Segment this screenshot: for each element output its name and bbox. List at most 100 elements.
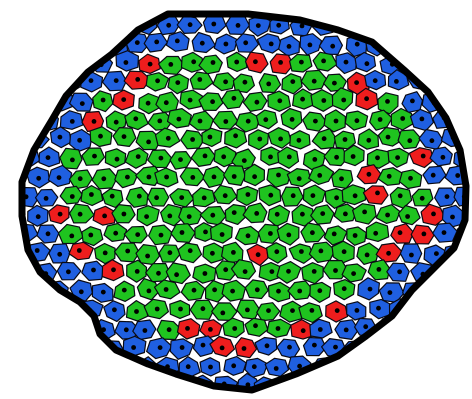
nucleus [317,288,322,293]
nucleus [211,22,216,27]
nucleus [198,119,203,124]
nucleus [319,249,324,254]
nucleus [210,251,215,256]
nucleus [332,232,337,237]
nucleus [252,174,257,179]
nucleus [111,267,116,272]
nucleus [334,195,339,200]
nucleus [246,233,251,238]
nucleus [146,101,151,106]
nucleus [255,100,260,105]
nucleus [290,308,295,313]
nucleus [203,230,208,235]
nucleus [278,137,283,142]
nucleus [266,82,271,87]
nucleus [421,154,426,159]
nucleus [188,248,193,253]
nucleus [321,59,326,64]
nucleus [188,22,193,27]
nucleus [157,119,162,124]
nucleus [269,42,274,47]
nucleus [312,157,317,162]
nucleus [263,117,268,122]
nucleus [310,308,315,313]
nucleus [101,176,106,181]
nucleus [245,308,250,313]
nucleus [276,23,281,28]
nucleus [353,193,358,198]
nucleus [335,308,340,313]
nucleus [57,175,62,180]
nucleus [208,135,213,140]
nucleus [243,269,248,274]
nucleus [344,328,349,333]
nucleus [223,267,228,272]
nucleus [125,175,130,180]
nucleus [220,232,225,237]
nucleus [156,271,161,276]
nucleus [69,234,74,239]
nucleus [246,119,251,124]
nucleus [246,192,251,197]
nucleus [254,211,259,216]
nucleus [320,211,325,216]
nucleus [268,193,273,198]
nucleus [300,97,305,102]
nucleus [256,23,261,28]
nucleus [297,176,302,181]
nucleus [177,117,182,122]
nucleus [98,134,103,139]
nucleus [266,308,271,313]
nucleus [202,196,207,201]
nucleus [291,193,296,198]
nucleus [431,173,436,178]
nucleus [373,78,378,83]
nucleus [343,137,348,142]
nucleus [321,98,326,103]
nucleus [385,99,390,104]
nucleus [333,345,338,350]
nucleus [103,251,108,256]
nucleus [122,288,127,293]
nucleus [268,155,273,160]
nucleus [133,116,138,121]
nucleus [70,194,75,199]
nucleus [385,213,390,218]
nucleus [322,136,327,141]
nucleus [286,269,291,274]
nucleus [230,289,235,294]
nucleus [88,233,93,238]
nucleus [297,364,302,369]
nucleus [343,212,348,217]
nucleus [212,287,217,292]
nucleus [70,119,75,124]
nucleus [455,173,460,178]
nucleus [351,271,356,276]
nucleus [375,155,380,160]
nucleus [375,191,380,196]
nucleus [92,119,97,124]
blue-cell [49,244,70,263]
nucleus [102,214,107,219]
nucleus [137,194,142,199]
nucleus [287,345,292,350]
nucleus [312,343,317,348]
nucleus [113,231,118,236]
nucleus [431,212,436,217]
nucleus [420,196,425,201]
nucleus [243,80,248,85]
nucleus [175,80,180,85]
nucleus [257,137,262,142]
nucleus [365,253,370,258]
nucleus [434,251,439,256]
nucleus [450,215,455,220]
nucleus [223,193,228,198]
nucleus [211,60,216,65]
nucleus [166,23,171,28]
nucleus [164,100,169,105]
nucleus [242,346,247,351]
nucleus [190,137,195,142]
nucleus [147,175,152,180]
nucleus [46,155,51,160]
